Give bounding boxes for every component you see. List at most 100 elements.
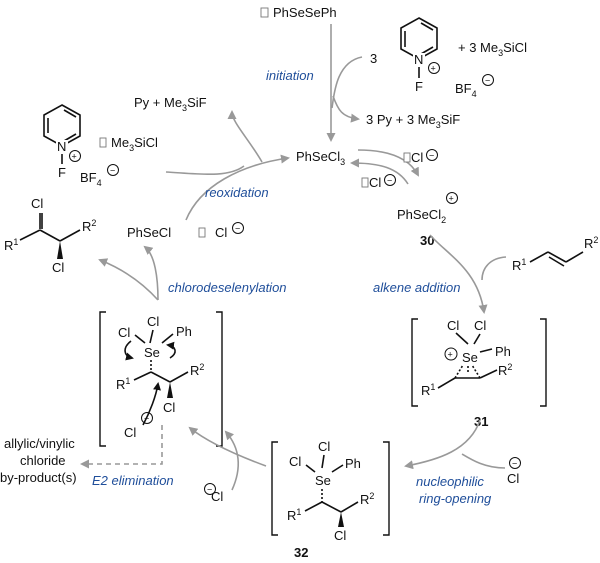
ring-opening-label-2: ring-opening: [419, 491, 492, 506]
seleniranium-bracket-close: [540, 318, 547, 407]
alkene-addition-label: alkene addition: [373, 280, 460, 295]
forward-equilibrium-arrow: [357, 149, 419, 177]
reoxidation-byproducts: Py + Me3SiF: [134, 95, 207, 113]
reoxidation-arrow: [185, 154, 290, 221]
chloride-e2: Cl: [211, 489, 223, 504]
svg-text:Se: Se: [462, 350, 478, 365]
svg-text:F: F: [415, 79, 423, 94]
svg-text:−: −: [110, 166, 115, 176]
seleniranium-bracket-open: [411, 318, 418, 407]
e2-elimination-label: E2 elimination: [92, 473, 174, 488]
svg-text:R1: R1: [4, 237, 18, 253]
svg-text:Cl: Cl: [334, 528, 346, 543]
byproduct-note-2: chloride: [20, 453, 66, 468]
fluoropyridinium-top: N + F: [400, 17, 440, 94]
chloride-anion: Cl: [215, 225, 227, 240]
svg-text:N: N: [414, 52, 423, 67]
compound-30-label: 30: [420, 233, 434, 248]
svg-text:Cl: Cl: [31, 196, 43, 211]
chloride-nucleophile: Cl: [507, 471, 519, 486]
svg-text:Ph: Ph: [345, 456, 361, 471]
initiation-byproduct-arrow: [332, 95, 360, 123]
alkene-addition-arrow: [429, 234, 488, 314]
reoxidation-byproduct-arrow: [227, 110, 263, 163]
chloride-minus-1: Cl: [411, 150, 423, 165]
initiation-label: initiation: [266, 68, 314, 83]
svg-text:R1: R1: [116, 376, 130, 392]
svg-text:+: +: [431, 64, 436, 74]
ring-opening-arrow: [404, 419, 481, 470]
bf4-left: BF4: [80, 170, 102, 188]
chloride-plus-1: Cl: [369, 175, 381, 190]
svg-text:R1: R1: [512, 257, 526, 273]
initiation-byproducts: 3 Py + 3 Me3SiF: [366, 112, 460, 130]
e2-arrow: [224, 430, 240, 491]
silyl-chloride: + 3 Me3SiCl: [458, 40, 527, 58]
dichloride-product: Cl R1 Cl R2: [4, 196, 96, 275]
chlorodeselenylation-arrow-to-phsecl: [143, 245, 159, 301]
svg-text:−: −: [207, 485, 212, 495]
svg-text:Cl: Cl: [474, 318, 486, 333]
svg-text:R2: R2: [82, 218, 96, 234]
bottom-bracket-open: [271, 441, 278, 536]
alkene-substrate: R1 R2: [512, 235, 598, 273]
svg-text:Ph: Ph: [176, 324, 192, 339]
svg-text:Cl: Cl: [124, 425, 136, 440]
bottom-bracket-close: [383, 441, 390, 536]
svg-text:−: −: [485, 76, 490, 86]
left-bracket-open: [99, 311, 106, 447]
svg-text:−: −: [387, 176, 392, 186]
reverse-equilibrium-arrow: [350, 158, 409, 185]
beta-chloroselenide-32: Cl Cl Ph Se R1 R2 Cl: [287, 439, 374, 543]
svg-text:Se: Se: [315, 473, 331, 488]
e2-transition-intermediate: Cl Cl Ph Se R1 R2 Cl Cl −: [116, 314, 204, 440]
svg-text:R2: R2: [584, 235, 598, 251]
left-bracket-close: [216, 311, 223, 447]
svg-text:R1: R1: [287, 507, 301, 523]
svg-text:Cl: Cl: [289, 454, 301, 469]
phsecl3: PhSeCl3: [296, 149, 345, 167]
svg-text:F: F: [58, 165, 66, 180]
byproduct-dashed-arrow: [80, 425, 163, 469]
chlorodeselenylation-arrow-to-product: [98, 258, 159, 301]
seleniranium-ion-31: Cl Cl Ph Se + R1 R2: [421, 318, 512, 398]
svg-text:Cl: Cl: [52, 260, 64, 275]
svg-text:+: +: [448, 350, 453, 360]
cycle-return-arrow: [188, 426, 267, 467]
svg-text:−: −: [235, 224, 240, 234]
svg-text:−: −: [429, 151, 434, 161]
bf4-top: BF4: [455, 81, 477, 99]
fluoropyridinium-left: N + F: [43, 104, 81, 180]
reoxidation-label: reoxidation: [205, 185, 269, 200]
reagent-count: 3: [370, 51, 377, 66]
reagent-in-left-curve: [165, 165, 245, 176]
byproduct-note-1: allylic/vinylic: [4, 436, 75, 451]
svg-text:−: −: [512, 459, 517, 469]
svg-text:R2: R2: [190, 362, 204, 378]
svg-text:Cl: Cl: [447, 318, 459, 333]
byproduct-note-3: by-product(s): [0, 470, 77, 485]
svg-text:R2: R2: [360, 491, 374, 507]
svg-text:R1: R1: [421, 382, 435, 398]
chloride-in-curve: [461, 453, 506, 469]
alkene-in-curve: [481, 256, 507, 281]
svg-text:Cl: Cl: [163, 400, 175, 415]
ring-opening-label-1: nucleophilic: [416, 474, 484, 489]
svg-text:Ph: Ph: [495, 344, 511, 359]
compound-31-label: 31: [474, 414, 488, 429]
svg-text:+: +: [72, 152, 77, 162]
svg-text:N: N: [57, 139, 66, 154]
compound-32-label: 32: [294, 545, 308, 560]
catalyst-label: PhSeSePh: [273, 5, 337, 20]
svg-text:R2: R2: [498, 362, 512, 378]
chlorodeselenylation-label: chlorodeselenylation: [168, 280, 287, 295]
svg-text:Se: Se: [144, 345, 160, 360]
svg-text:Cl: Cl: [147, 314, 159, 329]
svg-text:Cl: Cl: [118, 325, 130, 340]
catalyst-loading-box: [260, 7, 269, 18]
left-silyl: Me3SiCl: [111, 135, 158, 153]
reagent-in-curve: [331, 56, 363, 109]
phsecl2-cation: PhSeCl2: [397, 207, 446, 225]
